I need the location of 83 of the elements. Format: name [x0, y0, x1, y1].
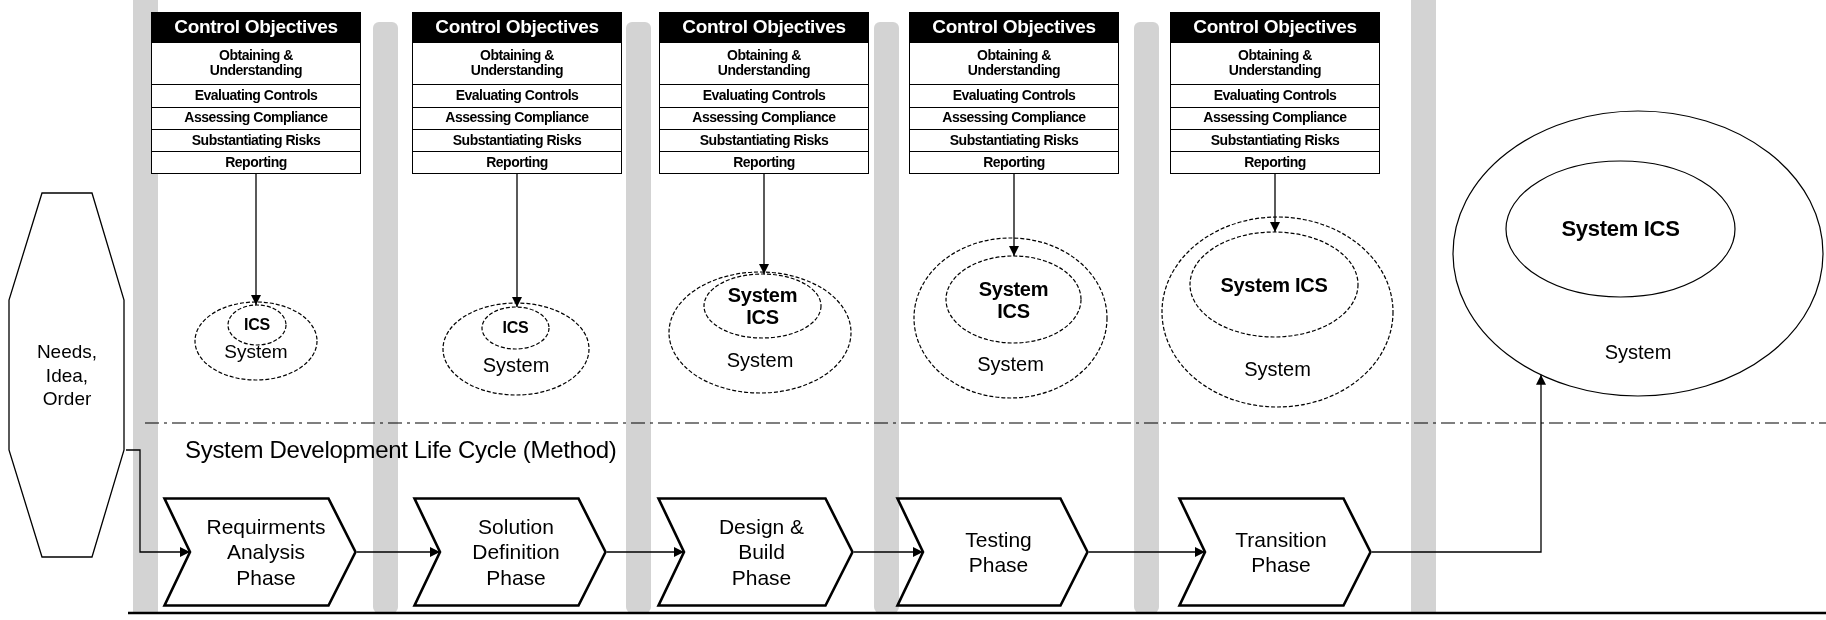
- phase-label: Solution Definition Phase: [471, 514, 561, 590]
- table-cell: Reporting: [413, 151, 621, 173]
- system-ellipse: [1162, 217, 1393, 407]
- ellipse-label: System: [482, 353, 550, 377]
- arrow: [356, 547, 441, 557]
- table-cell: Assessing Compliance: [910, 106, 1118, 129]
- table-cell: Substantiating Risks: [660, 128, 868, 152]
- node-label: Needs, Idea, Order: [35, 339, 99, 412]
- system-ellipse: [1453, 111, 1823, 396]
- arrow: [512, 173, 522, 308]
- phase-box: [163, 497, 357, 607]
- system-ellipse: [443, 303, 589, 395]
- table-cell: Evaluating Controls: [660, 84, 868, 107]
- table-header: Control Objectives: [660, 13, 868, 42]
- arrow: [1371, 374, 1546, 553]
- phase-box: [1178, 497, 1372, 607]
- arrow: [759, 173, 769, 275]
- section-title: System Development Life Cycle (Method): [185, 436, 617, 464]
- system-ellipse: [914, 238, 1107, 398]
- table-cell: Evaluating Controls: [910, 84, 1118, 107]
- table-cell: Substantiating Risks: [413, 128, 621, 152]
- table-cell: Reporting: [152, 151, 360, 173]
- ics-ellipse: [946, 256, 1081, 343]
- arrow: [606, 547, 685, 557]
- table-cell: Assessing Compliance: [660, 106, 868, 129]
- table-cell: Reporting: [910, 151, 1118, 173]
- arrow: [251, 173, 261, 306]
- ics-ellipse: [228, 305, 286, 345]
- phase-label: Testing Phase: [964, 526, 1033, 578]
- ellipse-label: System ICS: [726, 284, 799, 328]
- ellipse-label: ICS: [502, 319, 529, 337]
- table-cell: Reporting: [660, 151, 868, 173]
- ellipse-label: ICS: [244, 316, 270, 334]
- objectives-table: [1170, 12, 1380, 174]
- ellipse-label: System: [726, 348, 794, 372]
- phase-box: [413, 497, 607, 607]
- objectives-table: [412, 12, 622, 174]
- ellipse-label: System ICS: [1561, 216, 1680, 242]
- objectives-table: [909, 12, 1119, 174]
- ics-ellipse: [704, 274, 821, 338]
- phase-box: [657, 497, 854, 607]
- ics-ellipse: [482, 307, 549, 349]
- ellipse-label: System ICS: [1220, 273, 1328, 296]
- ellipse-label: System: [1604, 340, 1672, 364]
- table-cell: Substantiating Risks: [152, 128, 360, 152]
- phase-label: Requirments Analysis Phase: [205, 514, 327, 590]
- phase-box: [896, 497, 1089, 607]
- table-cell: Obtaining & Understanding: [413, 41, 621, 85]
- table-header: Control Objectives: [910, 13, 1118, 42]
- table-cell: Assessing Compliance: [413, 106, 621, 129]
- arrow: [853, 547, 924, 557]
- arrow: [1009, 173, 1019, 257]
- table-header: Control Objectives: [152, 13, 360, 42]
- table-cell: Evaluating Controls: [152, 84, 360, 107]
- ellipse-label: System: [1244, 357, 1311, 381]
- system-ellipse: [669, 272, 851, 393]
- objectives-table: [151, 12, 361, 174]
- table-cell: Evaluating Controls: [413, 84, 621, 107]
- table-cell: Evaluating Controls: [1171, 84, 1379, 107]
- ellipse-label: System ICS: [977, 277, 1050, 322]
- table-cell: Obtaining & Understanding: [152, 41, 360, 85]
- table-cell: Assessing Compliance: [1171, 106, 1379, 129]
- table-cell: Obtaining & Understanding: [1171, 41, 1379, 85]
- phase-label: Design & Build Phase: [717, 514, 806, 590]
- phase-label: Transition Phase: [1234, 526, 1328, 578]
- table-cell: Substantiating Risks: [910, 128, 1118, 152]
- ellipse-label: System: [977, 352, 1044, 376]
- system-ellipse: [195, 302, 317, 380]
- arrow: [125, 449, 191, 557]
- ellipse-label: System: [224, 341, 288, 363]
- ics-ellipse: [1506, 161, 1735, 297]
- table-header: Control Objectives: [1171, 13, 1379, 42]
- table-cell: Obtaining & Understanding: [660, 41, 868, 85]
- table-header: Control Objectives: [413, 13, 621, 42]
- ics-ellipse: [1190, 232, 1358, 337]
- objectives-table: [659, 12, 869, 174]
- table-cell: Reporting: [1171, 151, 1379, 173]
- hexagon-node: [8, 192, 126, 559]
- arrow: [1088, 547, 1206, 557]
- arrow: [1270, 173, 1280, 233]
- table-cell: Obtaining & Understanding: [910, 41, 1118, 85]
- table-cell: Substantiating Risks: [1171, 128, 1379, 152]
- table-cell: Assessing Compliance: [152, 106, 360, 129]
